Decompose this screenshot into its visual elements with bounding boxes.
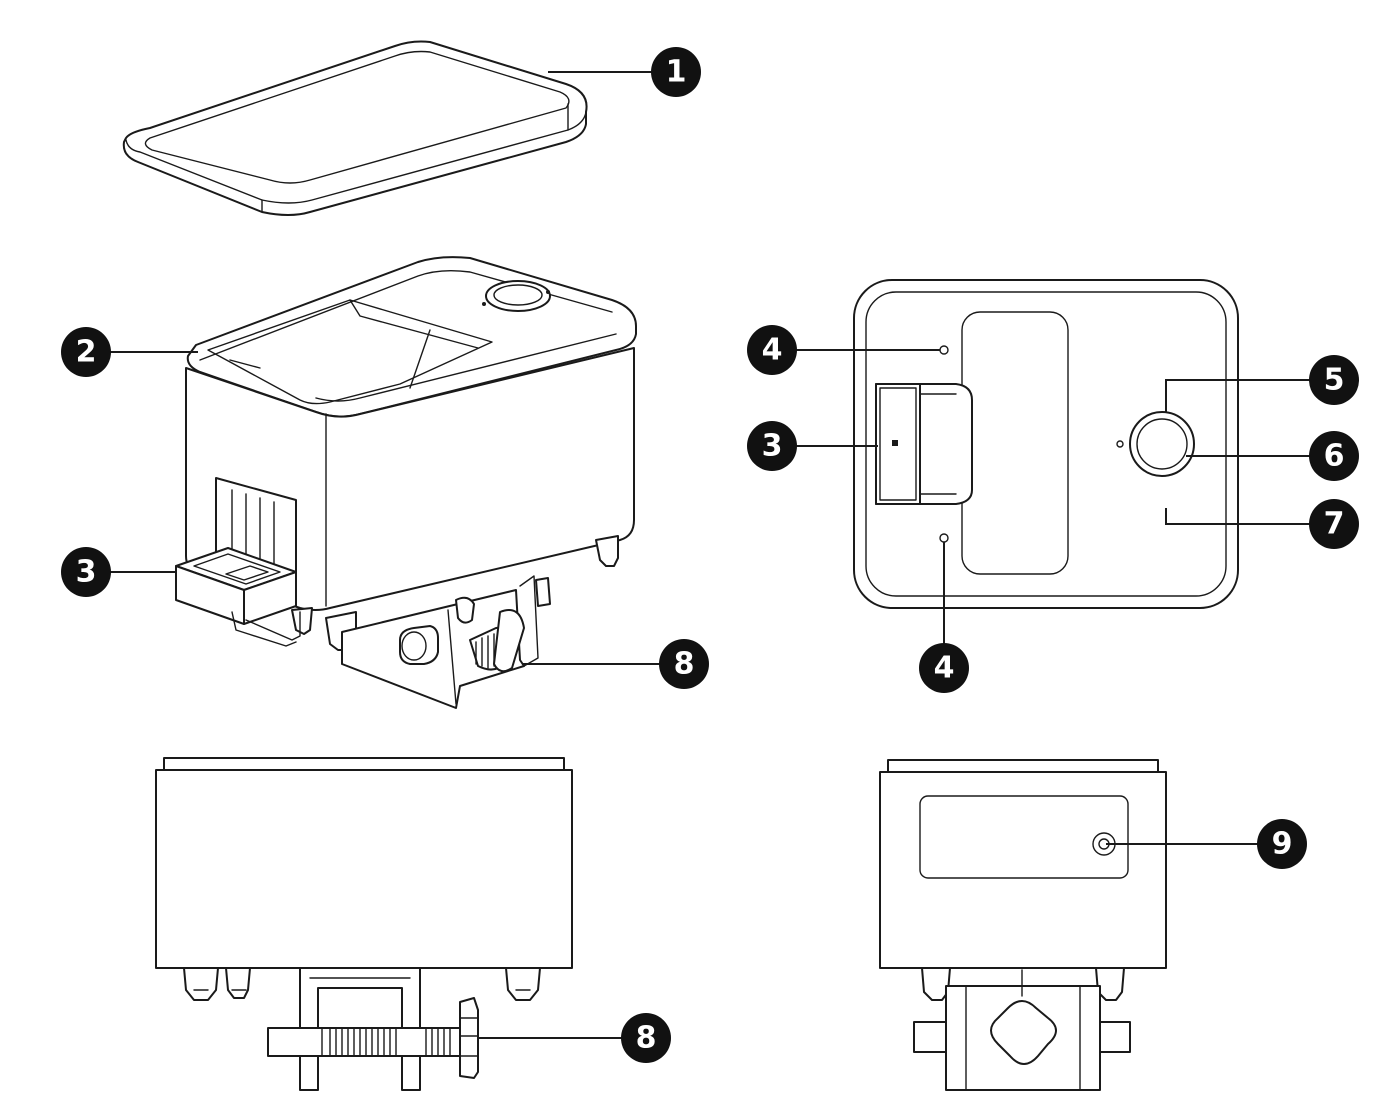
callout-5-label: 5	[1324, 363, 1345, 398]
callout-2: 2	[61, 327, 111, 377]
callout-3-isometric-label: 3	[76, 555, 97, 590]
callout-8-isometric: 8	[659, 639, 709, 689]
callout-2-label: 2	[76, 335, 97, 370]
callout-3-topview-label: 3	[762, 429, 783, 464]
callout-7-label: 7	[1324, 507, 1345, 542]
leader-lines	[110, 71, 1312, 1039]
callout-9: 9	[1257, 819, 1307, 869]
callout-3-isometric: 3	[61, 547, 111, 597]
callout-6: 6	[1309, 431, 1359, 481]
lid-drawing	[122, 40, 588, 216]
side-view-drawing	[879, 759, 1167, 1091]
callout-4-bottom: 4	[919, 643, 969, 693]
callout-5: 5	[1309, 355, 1359, 405]
top-view-drawing	[853, 279, 1239, 609]
callout-4-top-label: 4	[762, 333, 783, 368]
callout-1: 1	[651, 47, 701, 97]
callout-1-label: 1	[666, 55, 687, 90]
callout-7: 7	[1309, 499, 1359, 549]
front-view-drawing	[155, 757, 573, 1091]
callout-4-bottom-label: 4	[934, 651, 955, 686]
main-unit-isometric	[175, 256, 637, 709]
callout-9-label: 9	[1272, 827, 1293, 862]
callout-8-front-label: 8	[636, 1021, 657, 1056]
callout-3-topview: 3	[747, 421, 797, 471]
callout-6-label: 6	[1324, 439, 1345, 474]
callout-4-top: 4	[747, 325, 797, 375]
callout-8-isometric-label: 8	[674, 647, 695, 682]
callout-8-front: 8	[621, 1013, 671, 1063]
